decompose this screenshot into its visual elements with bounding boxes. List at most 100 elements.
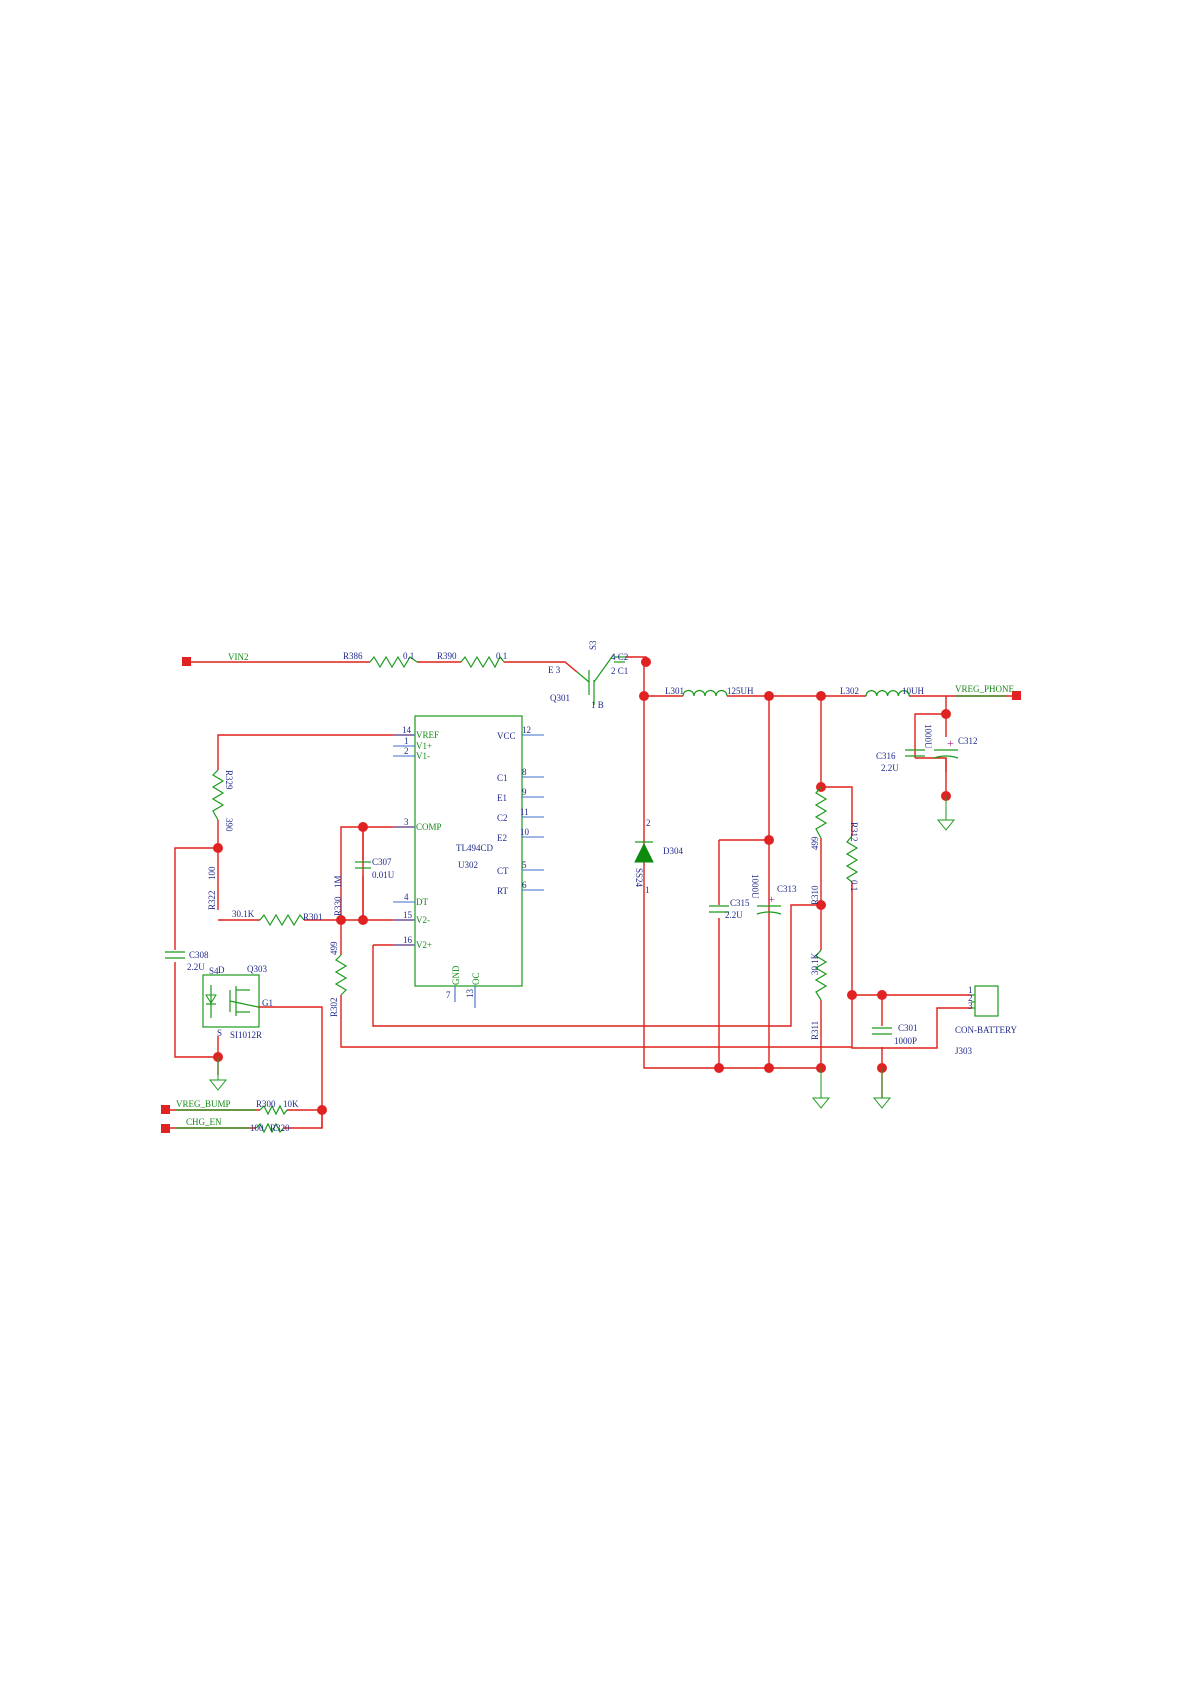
connector-j303: 1 2 3 CON-BATTERY J303 [955,985,1018,1056]
svg-text:R301: R301 [303,912,323,922]
svg-text:V2+: V2+ [416,940,432,950]
net-label-vin: VIN2 [228,652,249,662]
svg-text:R302: R302 [329,997,339,1017]
capacitor-c307: C307 0.01U [355,857,395,880]
resistor-r302: R302 499 [329,941,348,1017]
svg-text:11: 11 [520,807,529,817]
svg-text:C308: C308 [189,950,209,960]
svg-text:3: 3 [968,1001,973,1011]
capacitor-c315: C315 2.2U [709,898,750,920]
svg-text:1 B: 1 B [591,700,604,710]
svg-text:Q303: Q303 [247,964,267,974]
chg-en-port [161,1124,170,1133]
ic-designator: U302 [458,860,478,870]
svg-text:125UH: 125UH [727,686,754,696]
svg-text:12: 12 [522,725,531,735]
svg-text:9: 9 [522,787,527,797]
svg-text:J303: J303 [955,1046,973,1056]
svg-text:C316: C316 [876,751,896,761]
resistor-r300: R300 10K [256,1099,299,1116]
resistor-r312: R312 0.1 [845,822,859,891]
inductor-l301: L301 125UH [665,686,754,697]
svg-text:30.1K: 30.1K [810,952,820,975]
svg-text:Q301: Q301 [550,693,570,703]
svg-text:1000U: 1000U [923,724,933,749]
ic-pins-left: 14 VREF 1 V1+ 2 V1- 3 COMP 4 DT 15 V2- 1… [393,725,442,950]
svg-text:VCC: VCC [497,731,516,741]
svg-text:3: 3 [404,817,409,827]
ground-icon [811,1068,831,1109]
svg-text:1000U: 1000U [750,874,760,899]
svg-text:C307: C307 [372,857,392,867]
svg-text:R390: R390 [437,651,457,661]
svg-text:V1-: V1- [416,751,430,761]
svg-text:S: S [217,1028,222,1038]
net-label-vreg-phone: VREG_PHONE [955,684,1015,694]
svg-text:2.2U: 2.2U [881,763,899,773]
svg-text:100: 100 [207,866,217,880]
capacitor-c312: + C312 1000U [923,724,978,759]
svg-text:R320: R320 [270,1123,290,1133]
svg-text:1: 1 [968,985,973,995]
svg-text:C313: C313 [777,884,797,894]
svg-text:V1+: V1+ [416,741,432,751]
resistor-r320: 100 R320 [250,1122,290,1134]
svg-text:SS24: SS24 [634,868,644,888]
svg-text:+: + [768,892,775,906]
capacitor-c316: C316 2.2U [876,749,925,773]
vreg-phone-port [1012,691,1021,700]
svg-text:R310: R310 [810,885,820,905]
svg-text:0.1: 0.1 [849,880,859,891]
svg-text:R312: R312 [849,822,859,842]
inductor-l302: L302 10UH [840,686,924,697]
svg-text:16: 16 [403,935,413,945]
svg-text:1M: 1M [333,875,343,888]
svg-text:2: 2 [646,818,651,828]
svg-text:CON-BATTERY: CON-BATTERY [955,1025,1018,1035]
svg-text:6: 6 [522,880,527,890]
ground-icon [872,1068,892,1109]
svg-text:D304: D304 [663,846,683,856]
svg-text:S3: S3 [588,640,598,650]
svg-text:7: 7 [446,990,451,1000]
svg-text:RT: RT [497,886,508,896]
resistor-r330: R330 1M [333,875,343,916]
svg-text:0.01U: 0.01U [372,870,395,880]
svg-text:C315: C315 [730,898,750,908]
svg-text:D: D [218,965,225,975]
capacitor-c313: + C313 1000U [750,874,797,915]
ic-pins-bottom: 7 GND 13 OC [446,965,481,1008]
capacitor-c308: C308 2.2U [165,950,209,972]
svg-text:C312: C312 [958,736,978,746]
svg-text:2: 2 [404,746,409,756]
svg-text:L302: L302 [840,686,859,696]
svg-text:2: 2 [968,993,973,1003]
net-ports [161,657,1021,1133]
svg-text:0.1: 0.1 [496,651,507,661]
svg-text:R311: R311 [810,1021,820,1040]
svg-text:13: 13 [465,989,475,999]
svg-text:1: 1 [645,885,650,895]
svg-text:4: 4 [404,892,409,902]
capacitor-c301: C301 1000P [872,1023,918,1046]
svg-text:2 C1: 2 C1 [611,666,628,676]
ic-u302: TL494CD U302 14 VREF 1 V1+ 2 V1- 3 COMP … [393,715,544,1008]
svg-text:VREF: VREF [416,730,439,740]
net-label-vreg-bump: VREG_BUMP [176,1099,231,1109]
svg-text:R330: R330 [333,896,343,916]
resistor-r322: R322 100 [207,866,217,910]
ic-pins-right: 12 VCC 8 C1 9 E1 11 C2 10 E2 5 CT 6 RT [497,725,544,896]
svg-text:499: 499 [810,836,820,850]
net-label-chg-en: CHG_EN [186,1117,222,1127]
svg-text:5: 5 [522,860,527,870]
svg-text:C2: C2 [497,813,508,823]
svg-text:390: 390 [224,818,234,832]
svg-text:10: 10 [520,827,530,837]
svg-text:R329: R329 [224,770,234,790]
svg-text:V2-: V2- [416,915,430,925]
svg-text:14: 14 [402,725,412,735]
svg-text:GND: GND [451,965,461,985]
svg-text:OC: OC [471,972,481,985]
svg-text:R386: R386 [343,651,363,661]
